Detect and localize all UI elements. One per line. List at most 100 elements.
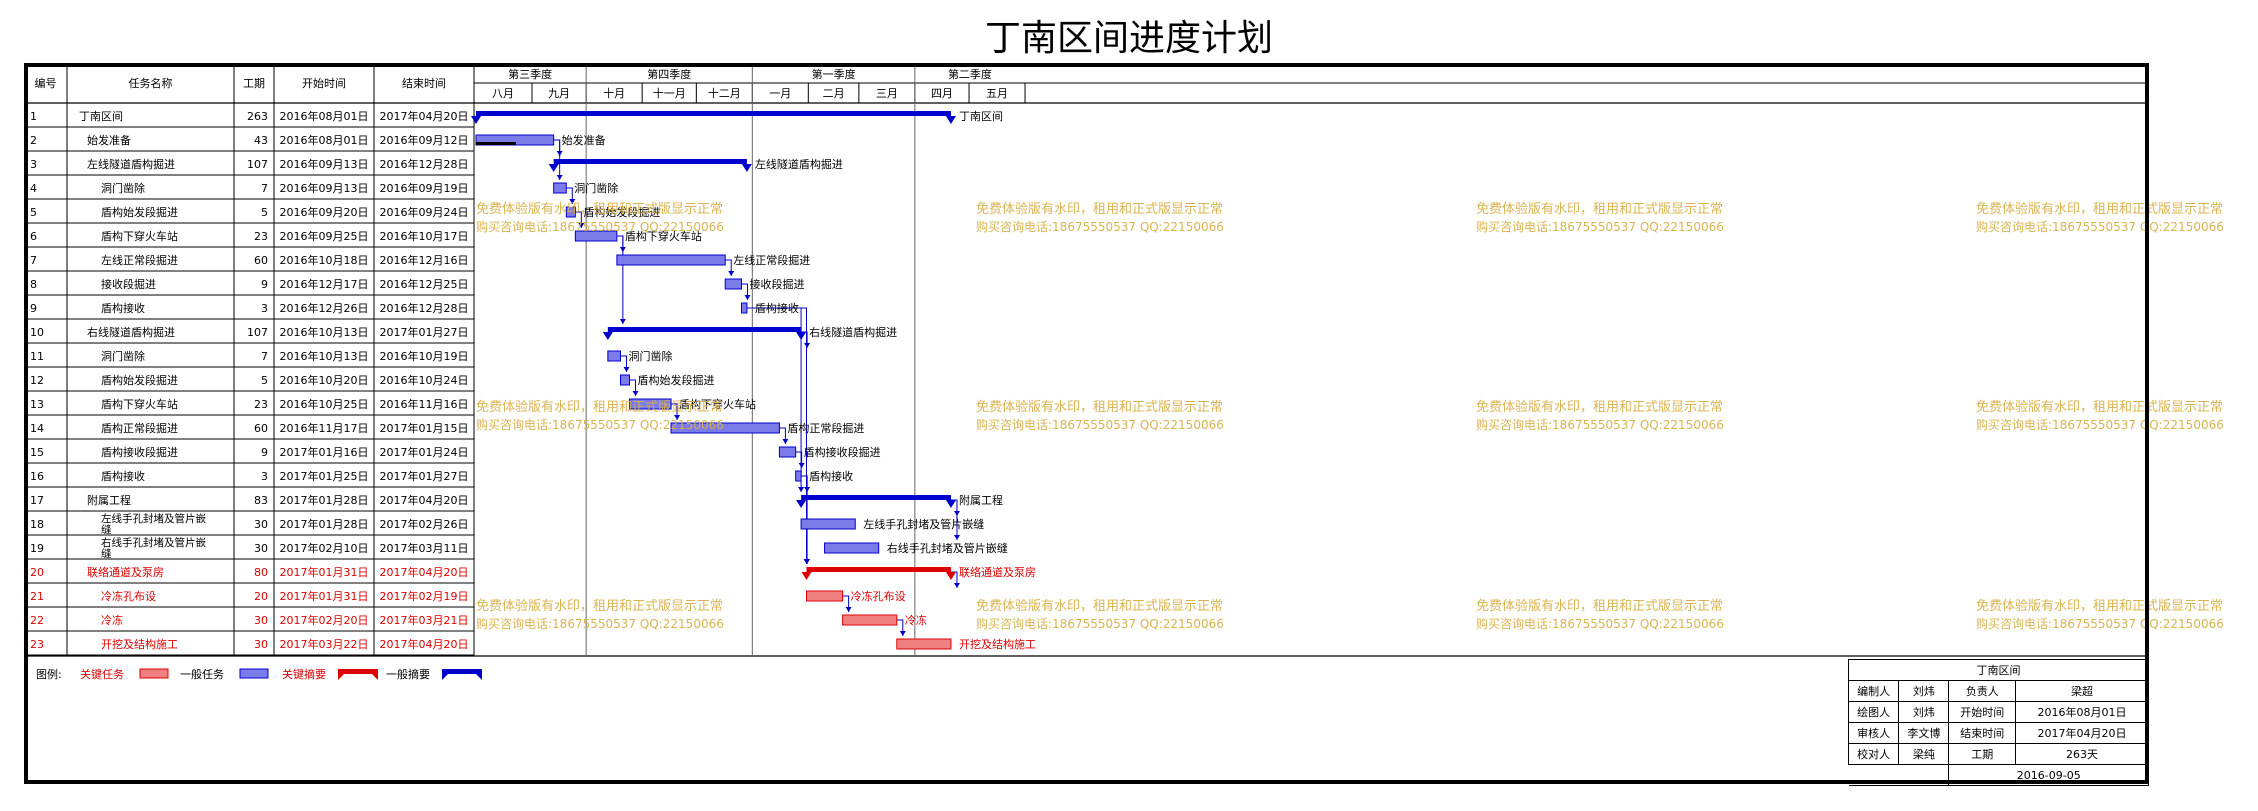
page-title: 丁南区间进度计划 <box>984 18 1273 59</box>
task-duration: 5 <box>261 206 268 219</box>
task-name: 丁南区间 <box>79 110 123 123</box>
task-end: 2016年12月28日 <box>380 301 469 315</box>
watermark-line2: 购买咨询电话:18675550537 QQ:22150066 <box>1476 616 1724 631</box>
task-name: 洞门凿除 <box>101 349 145 363</box>
dependency-line <box>842 595 850 612</box>
task-name-cont: 缝 <box>101 523 112 536</box>
task-start: 2017年02月10日 <box>280 541 369 555</box>
watermark-line1: 免费体验版有水印，租用和正式版显示正常 <box>1476 598 1723 614</box>
task-bar <box>795 470 802 482</box>
task-name: 盾构接收段掘进 <box>101 445 178 459</box>
task-id: 15 <box>30 446 44 459</box>
watermark-line2: 购买咨询电话:18675550537 QQ:22150066 <box>976 417 1224 432</box>
task-start: 2016年12月26日 <box>280 301 369 315</box>
bar-label: 丁南区间 <box>959 110 1003 123</box>
task-id: 11 <box>30 350 44 363</box>
bar-label: 盾构接收 <box>809 469 853 483</box>
month-label: 十二月 <box>708 86 741 100</box>
signoff-checked-by: 梁纯 <box>1898 743 1950 765</box>
task-duration: 3 <box>261 470 268 483</box>
task-duration: 107 <box>247 326 268 339</box>
dependency-line <box>671 403 678 420</box>
dependency-arrow <box>556 175 563 180</box>
task-bar <box>629 398 672 410</box>
bar-label: 左线隧道盾构掘进 <box>755 157 843 171</box>
task-id: 14 <box>30 422 44 435</box>
task-name: 左线正常段掘进 <box>101 253 178 267</box>
signoff-checked-label: 校对人 <box>1847 743 1900 765</box>
dependency-line <box>795 451 803 468</box>
signoff-responsible-label: 负责人 <box>1948 680 2016 702</box>
gantt-chart: 编号任务名称工期开始时间结束时间 第三季度第四季度第一季度第二季度八月九月十月十… <box>24 63 2224 681</box>
dependency-arrow <box>578 223 585 228</box>
quarter-label: 第一季度 <box>812 67 856 81</box>
task-bar <box>616 254 726 266</box>
signoff-duration: 263天 <box>2014 743 2150 765</box>
task-duration: 9 <box>261 278 268 291</box>
task-start: 2016年10月25日 <box>280 397 369 411</box>
task-start: 2016年10月18日 <box>280 253 369 267</box>
bar-label: 冷冻孔布设 <box>851 589 906 603</box>
dependency-arrow <box>798 463 805 468</box>
quarter-label: 第四季度 <box>647 67 691 81</box>
legend-critical-task-swatch <box>139 668 169 679</box>
summary-start-marker <box>471 116 481 124</box>
watermark-line2: 购买咨询电话:18675550537 QQ:22150066 <box>1976 616 2224 631</box>
task-end: 2017年01月27日 <box>380 469 469 483</box>
task-bar <box>619 374 631 386</box>
bar-label: 盾构始发段掘进 <box>638 373 715 387</box>
task-name: 右线手孔封堵及管片嵌 <box>101 536 206 549</box>
task-end: 2016年12月28日 <box>380 157 469 171</box>
task-end: 2016年10月24日 <box>380 373 469 387</box>
task-start: 2016年09月13日 <box>280 157 369 171</box>
legend-general-task-label: 一般任务 <box>180 668 224 681</box>
bar-label: 盾构下穿火车站 <box>679 397 756 411</box>
task-bar <box>896 638 952 650</box>
dependency-links <box>553 139 960 636</box>
watermark-line2: 购买咨询电话:18675550537 QQ:22150066 <box>1976 219 2224 234</box>
legend-general-summary-swatch <box>442 669 482 680</box>
column-header-4: 结束时间 <box>402 77 446 90</box>
watermark-line2: 购买咨询电话:18675550537 QQ:22150066 <box>476 616 724 631</box>
signoff-project: 丁南区间 <box>1848 659 2149 681</box>
task-start: 2017年01月28日 <box>280 517 369 531</box>
watermark-line1: 免费体验版有水印，租用和正式版显示正常 <box>1976 201 2223 217</box>
summary-end-marker <box>945 116 956 124</box>
bar-label: 左线正常段掘进 <box>733 253 810 267</box>
task-bar <box>805 590 844 602</box>
bar-label: 冷冻 <box>905 613 927 627</box>
summary-start-marker <box>796 500 807 508</box>
task-id: 1 <box>30 110 37 123</box>
watermark-line1: 免费体验版有水印，租用和正式版显示正常 <box>1476 399 1723 415</box>
task-end: 2017年02月19日 <box>380 589 469 603</box>
watermark-line1: 免费体验版有水印，租用和正式版显示正常 <box>976 201 1223 217</box>
task-name: 盾构下穿火车站 <box>101 229 178 243</box>
dependency-arrow <box>845 607 852 612</box>
task-duration: 83 <box>254 494 268 507</box>
watermark-line2: 购买咨询电话:18675550537 QQ:22150066 <box>976 616 1224 631</box>
task-end: 2017年01月27日 <box>380 325 469 339</box>
dependency-arrow <box>782 439 789 444</box>
month-label: 四月 <box>931 87 953 100</box>
grid-lines <box>24 63 2149 657</box>
task-name: 盾构正常段掘进 <box>101 421 178 435</box>
dependency-line <box>629 379 637 396</box>
task-end: 2016年09月12日 <box>380 133 469 147</box>
task-id: 2 <box>30 134 37 147</box>
dependency-arrow <box>632 391 639 396</box>
task-end: 2017年04月20日 <box>380 565 469 579</box>
task-name: 盾构接收 <box>101 469 145 483</box>
task-bar <box>724 278 742 290</box>
task-start: 2016年08月01日 <box>280 109 369 123</box>
dependency-arrow <box>623 367 630 372</box>
summary-start-marker <box>801 572 812 580</box>
task-start: 2017年03月22日 <box>280 637 369 651</box>
